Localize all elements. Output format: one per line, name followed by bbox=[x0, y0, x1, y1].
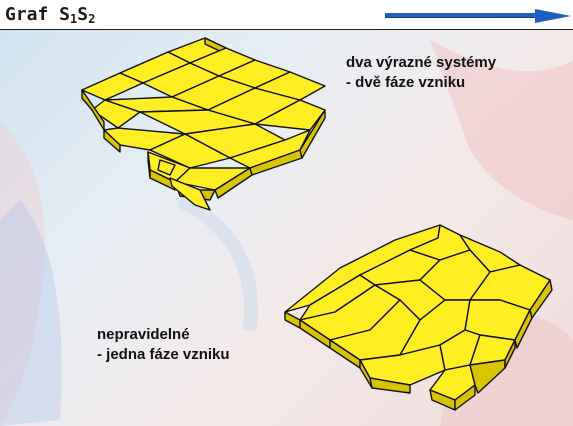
title-divider bbox=[0, 29, 573, 30]
caption-two-systems: dva výrazné systémy - dvě fáze vzniku bbox=[346, 53, 496, 93]
caption-top-line1: dva výrazné systémy bbox=[346, 54, 497, 71]
title-bar: Graf S1S2 bbox=[0, 0, 573, 30]
caption-bottom-line1: nepravidelné bbox=[97, 326, 190, 343]
slide-title: Graf S1S2 bbox=[5, 4, 96, 26]
caption-top-line2: - dvě fáze vzniku bbox=[346, 74, 466, 91]
caption-irregular: nepravidelné - jedna fáze vzniku bbox=[97, 325, 230, 365]
caption-bottom-line2: - jedna fáze vzniku bbox=[97, 346, 230, 363]
title-arrow-icon bbox=[385, 9, 571, 23]
